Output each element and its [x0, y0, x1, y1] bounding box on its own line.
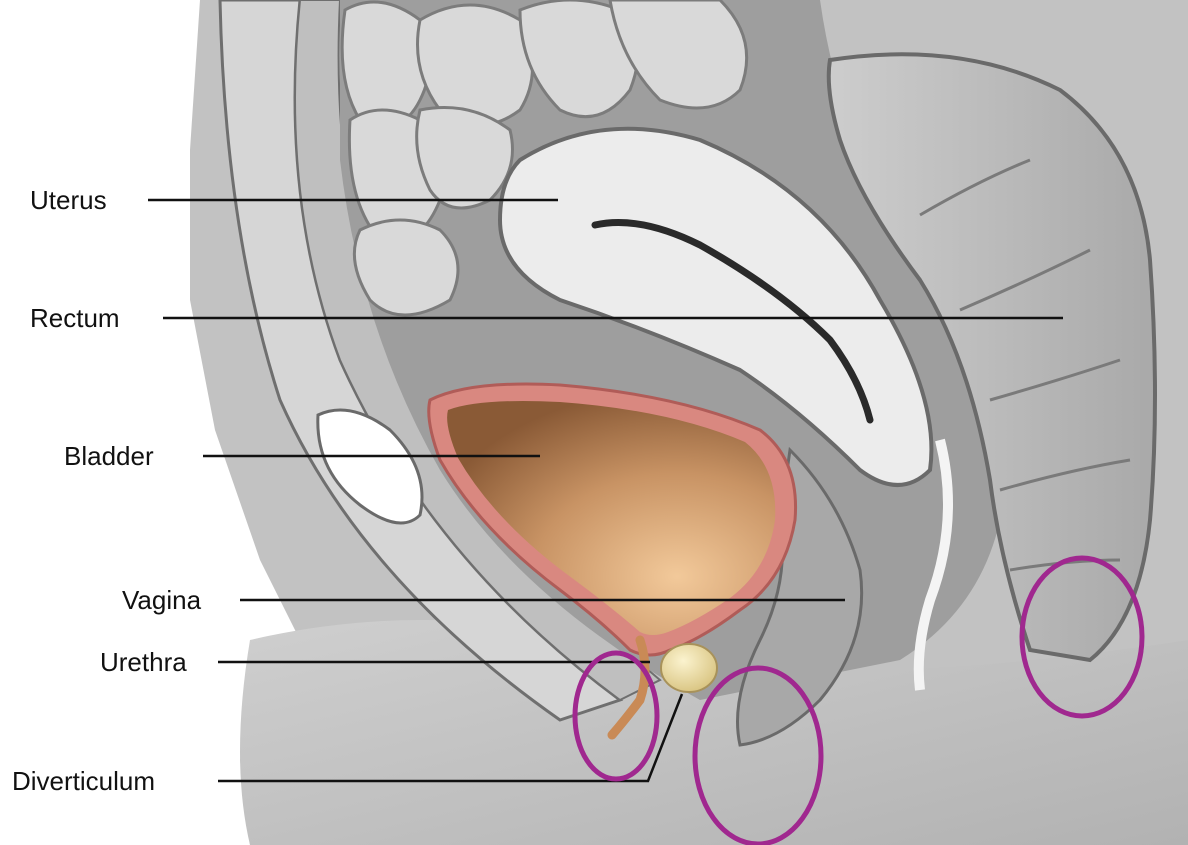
label-urethra: Urethra: [100, 647, 187, 677]
diverticulum-sac: [661, 644, 717, 692]
label-bladder: Bladder: [64, 441, 154, 471]
label-rectum: Rectum: [30, 303, 120, 333]
label-uterus: Uterus: [30, 185, 107, 215]
label-diverticulum: Diverticulum: [12, 766, 155, 796]
label-vagina: Vagina: [122, 585, 201, 615]
